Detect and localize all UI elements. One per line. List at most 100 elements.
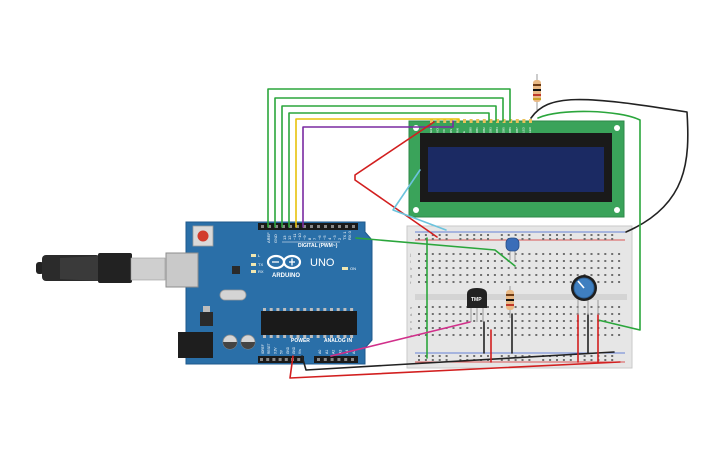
rail-hole[interactable]	[542, 359, 545, 361]
terminal-hole[interactable]	[418, 313, 420, 315]
terminal-hole[interactable]	[590, 334, 593, 336]
terminal-hole[interactable]	[424, 334, 427, 336]
terminal-hole[interactable]	[438, 260, 441, 262]
terminal-hole[interactable]	[542, 274, 545, 276]
terminal-hole[interactable]	[487, 281, 489, 283]
terminal-hole[interactable]	[452, 327, 455, 329]
rail-hole[interactable]	[473, 355, 476, 357]
terminal-hole[interactable]	[556, 306, 558, 308]
terminal-hole[interactable]	[473, 313, 476, 315]
terminal-hole[interactable]	[487, 327, 489, 329]
terminal-hole[interactable]	[466, 281, 469, 283]
terminal-hole[interactable]	[569, 253, 572, 255]
rail-hole[interactable]	[590, 238, 593, 240]
terminal-hole[interactable]	[500, 334, 503, 336]
terminal-hole[interactable]	[590, 306, 593, 308]
rail-hole[interactable]	[459, 234, 462, 236]
rail-hole[interactable]	[556, 238, 558, 240]
terminal-hole[interactable]	[590, 313, 593, 315]
terminal-hole[interactable]	[542, 306, 545, 308]
terminal-hole[interactable]	[507, 281, 510, 283]
rail-hole[interactable]	[500, 238, 503, 240]
terminal-hole[interactable]	[500, 260, 503, 262]
terminal-hole[interactable]	[431, 253, 434, 255]
terminal-hole[interactable]	[618, 327, 621, 329]
terminal-hole[interactable]	[418, 260, 420, 262]
terminal-hole[interactable]	[445, 267, 448, 269]
terminal-hole[interactable]	[528, 327, 531, 329]
terminal-hole[interactable]	[466, 253, 469, 255]
wire-green-1[interactable]	[267, 88, 511, 228]
terminal-hole[interactable]	[500, 306, 503, 308]
terminal-hole[interactable]	[618, 320, 621, 322]
terminal-hole[interactable]	[514, 313, 517, 315]
terminal-hole[interactable]	[604, 274, 607, 276]
terminal-hole[interactable]	[562, 306, 565, 308]
digital-pin-hole[interactable]	[310, 225, 313, 228]
terminal-hole[interactable]	[521, 334, 524, 336]
rail-hole[interactable]	[445, 234, 448, 236]
terminal-hole[interactable]	[528, 274, 531, 276]
lcd-pin[interactable]	[522, 119, 526, 123]
wire-green-led[interactable]	[355, 237, 516, 267]
rail-hole[interactable]	[528, 355, 531, 357]
analog-pin-hole[interactable]	[344, 358, 348, 361]
terminal-hole[interactable]	[459, 267, 462, 269]
terminal-hole[interactable]	[590, 260, 593, 262]
terminal-hole[interactable]	[618, 281, 621, 283]
terminal-hole[interactable]	[618, 267, 621, 269]
rail-hole[interactable]	[611, 234, 614, 236]
terminal-hole[interactable]	[445, 253, 448, 255]
terminal-hole[interactable]	[473, 260, 476, 262]
terminal-hole[interactable]	[604, 253, 607, 255]
terminal-hole[interactable]	[466, 260, 469, 262]
lcd-pin[interactable]	[463, 119, 466, 123]
terminal-hole[interactable]	[459, 253, 462, 255]
lcd-pin[interactable]	[489, 119, 493, 123]
terminal-hole[interactable]	[549, 334, 552, 336]
rail-hole[interactable]	[418, 359, 420, 361]
rail-hole[interactable]	[480, 234, 483, 236]
rail-hole[interactable]	[459, 238, 462, 240]
analog-pin-hole[interactable]	[323, 358, 327, 361]
terminal-hole[interactable]	[445, 281, 448, 283]
terminal-hole[interactable]	[583, 327, 586, 329]
rail-hole[interactable]	[514, 234, 517, 236]
terminal-hole[interactable]	[549, 327, 552, 329]
terminal-hole[interactable]	[562, 253, 565, 255]
wire-purple[interactable]	[302, 120, 454, 228]
rail-hole[interactable]	[562, 355, 565, 357]
potentiometer[interactable]	[571, 275, 599, 315]
rail-hole[interactable]	[445, 355, 448, 357]
terminal-hole[interactable]	[500, 267, 503, 269]
power-pin-hole[interactable]	[284, 358, 288, 361]
rail-hole[interactable]	[569, 234, 572, 236]
rail-hole[interactable]	[569, 355, 572, 357]
rail-hole[interactable]	[611, 238, 614, 240]
terminal-hole[interactable]	[452, 334, 455, 336]
analog-pin-hole[interactable]	[330, 358, 334, 361]
lcd-pin[interactable]	[443, 119, 447, 123]
terminal-hole[interactable]	[507, 320, 510, 322]
rail-hole[interactable]	[473, 234, 476, 236]
rail-hole[interactable]	[480, 355, 483, 357]
terminal-hole[interactable]	[493, 281, 496, 283]
terminal-hole[interactable]	[493, 260, 496, 262]
terminal-hole[interactable]	[542, 334, 545, 336]
terminal-hole[interactable]	[576, 267, 579, 269]
terminal-hole[interactable]	[500, 253, 503, 255]
terminal-hole[interactable]	[535, 334, 538, 336]
terminal-hole[interactable]	[583, 274, 586, 276]
terminal-hole[interactable]	[418, 253, 420, 255]
rail-hole[interactable]	[459, 359, 462, 361]
terminal-hole[interactable]	[480, 281, 483, 283]
terminal-hole[interactable]	[438, 253, 441, 255]
terminal-hole[interactable]	[528, 320, 531, 322]
digital-pin-hole[interactable]	[282, 225, 285, 228]
terminal-hole[interactable]	[562, 274, 565, 276]
terminal-hole[interactable]	[521, 281, 524, 283]
terminal-hole[interactable]	[528, 306, 531, 308]
wire-red-5v[interactable]	[289, 355, 621, 379]
rail-hole[interactable]	[424, 234, 427, 236]
